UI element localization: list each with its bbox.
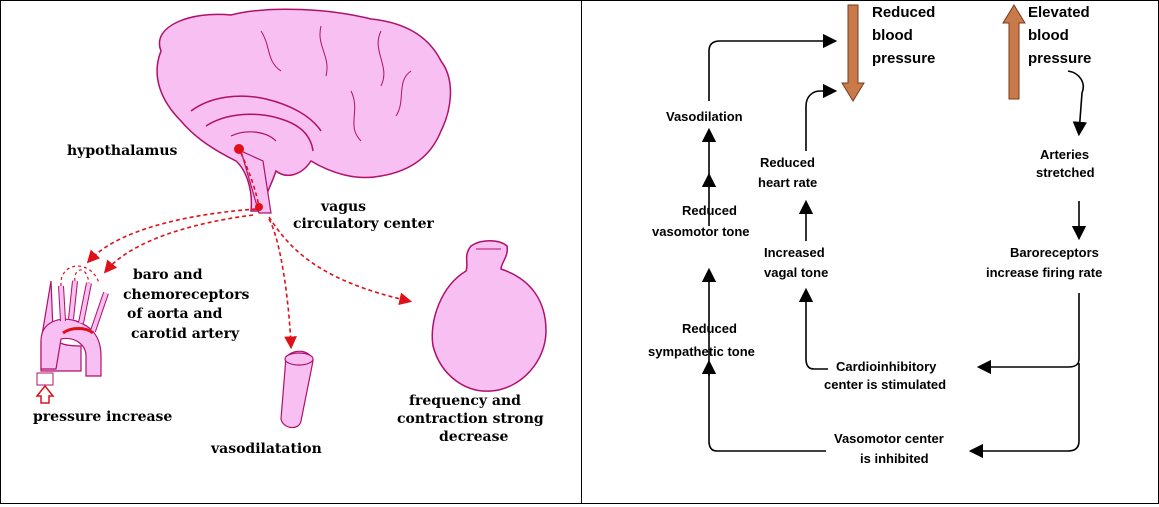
left-panel-anatomy: hypothalamus vagus circulatory center ba… bbox=[1, 1, 581, 503]
anatomy-diagram: hypothalamus vagus circulatory center ba… bbox=[1, 1, 581, 503]
aorta-icon bbox=[37, 266, 106, 385]
reduced-bp-down-arrow-icon bbox=[842, 5, 864, 101]
label-baro-3: of aorta and bbox=[127, 306, 223, 322]
label-arteries-1: Arteries bbox=[1040, 147, 1089, 162]
elevated-bp-up-arrow-icon bbox=[1003, 5, 1025, 99]
label-cardio-2: center is stimulated bbox=[824, 377, 946, 392]
heart-icon bbox=[432, 241, 546, 391]
label-elevated-bp-2: blood bbox=[1028, 27, 1069, 44]
label-freq-1: frequency and bbox=[409, 393, 521, 409]
label-reduced-bp-3: pressure bbox=[872, 50, 935, 67]
up-arrow-icon bbox=[37, 386, 53, 403]
label-increased-vagal-1: Increased bbox=[764, 245, 825, 260]
label-baro-4: carotid artery bbox=[131, 326, 240, 342]
label-reduced-bp-1: Reduced bbox=[872, 4, 935, 21]
label-reduced-bp-2: blood bbox=[872, 27, 913, 44]
label-elevated-bp-3: pressure bbox=[1028, 50, 1091, 67]
label-freq-3: decrease bbox=[439, 429, 508, 445]
brain-icon bbox=[157, 9, 450, 213]
label-freq-2: contraction strong bbox=[397, 411, 544, 427]
label-elevated-bp-1: Elevated bbox=[1028, 4, 1090, 21]
label-vasomotor-2: is inhibited bbox=[860, 451, 929, 466]
label-hypothalamus: hypothalamus bbox=[67, 143, 178, 159]
label-baroreceptors-2: increase firing rate bbox=[986, 265, 1102, 280]
label-reduced-st-1: Reduced bbox=[682, 321, 737, 336]
label-baro-2: chemoreceptors bbox=[123, 287, 249, 303]
label-pressure-increase: pressure increase bbox=[33, 409, 172, 425]
label-baro-1: baro and bbox=[133, 267, 203, 283]
blood-vessel-icon bbox=[281, 351, 313, 427]
label-increased-vagal-2: vagal tone bbox=[764, 265, 828, 280]
label-arteries-2: stretched bbox=[1036, 165, 1095, 180]
label-vagus: vagus bbox=[320, 199, 366, 215]
right-panel-flowchart: Reduced blood pressure Elevated blood pr… bbox=[582, 1, 1158, 503]
label-vasodilatation: vasodilatation bbox=[210, 441, 322, 457]
label-reduced-hr-2: heart rate bbox=[758, 175, 817, 190]
label-cardio-1: Cardioinhibitory bbox=[836, 359, 937, 374]
label-vasodilation: Vasodilation bbox=[666, 109, 743, 124]
label-circulatory-center: circulatory center bbox=[293, 216, 434, 232]
label-baroreceptors-1: Baroreceptors bbox=[1010, 245, 1099, 260]
baroreflex-flowchart: Reduced blood pressure Elevated blood pr… bbox=[582, 1, 1158, 503]
label-reduced-hr-1: Reduced bbox=[760, 155, 815, 170]
label-reduced-st-2: sympathetic tone bbox=[648, 344, 755, 359]
label-reduced-vt-2: vasomotor tone bbox=[652, 224, 750, 239]
label-vasomotor-1: Vasomotor center bbox=[834, 431, 944, 446]
label-reduced-vt-1: Reduced bbox=[682, 203, 737, 218]
